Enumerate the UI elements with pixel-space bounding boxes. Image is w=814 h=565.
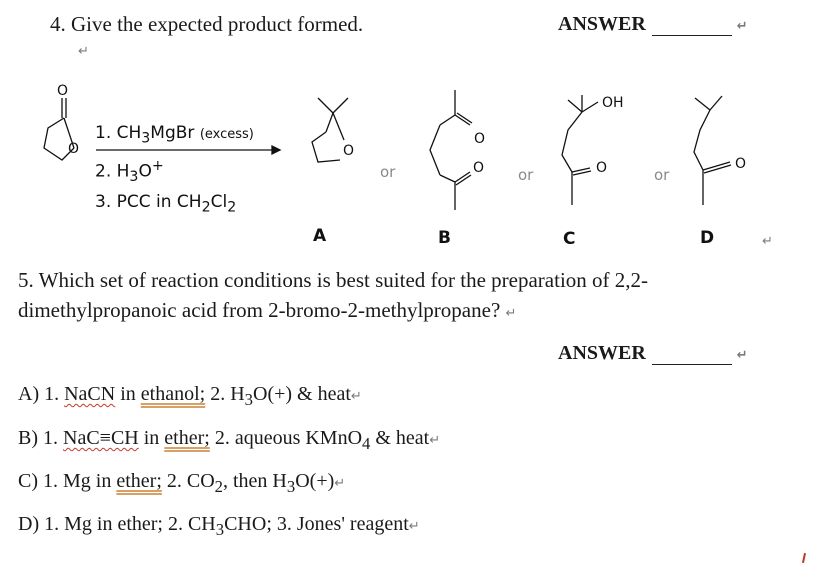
or-separator: or — [654, 166, 670, 184]
reagent-step-1: 1. CH3MgBr (excess) — [95, 123, 254, 147]
reagent-step-3: 3. PCC in CH2Cl2 — [95, 192, 237, 216]
option-a[interactable]: A) 1. NaCN in ethanol; 2. H3O(+) & heat↵ — [18, 383, 362, 409]
choice-label-a[interactable]: A — [313, 226, 327, 246]
return-mark-icon: ↵ — [350, 389, 362, 404]
return-mark-icon: ↵ — [736, 348, 748, 363]
choice-b-structure: O O — [429, 90, 485, 210]
option-b[interactable]: B) 1. NaC≡CH in ether; 2. aqueous KMnO4 … — [18, 427, 441, 453]
return-mark-icon: ↵ — [78, 44, 89, 59]
return-mark-icon: ↵ — [408, 519, 420, 534]
q4-answer-text: ANSWER — [558, 13, 646, 35]
starting-material-structure: O O — [43, 83, 79, 161]
q5-answer-text: ANSWER — [558, 342, 646, 364]
choice-label-c[interactable]: C — [563, 229, 576, 249]
option-c[interactable]: C) 1. Mg in ether; 2. CO2, then H3O(+)↵ — [18, 470, 346, 496]
q4-answer-blank[interactable] — [651, 17, 732, 36]
return-mark-icon: ↵ — [736, 19, 748, 34]
choice-d-structure: O — [693, 95, 746, 205]
stray-red-mark — [801, 552, 807, 564]
reaction-scheme: O O O O O OH O — [43, 83, 746, 210]
atom-o-label: O — [343, 143, 354, 159]
reagent-step-2: 2. H3O+ — [95, 158, 164, 186]
return-mark-icon: ↵ — [334, 476, 346, 491]
q5-answer-label: ANSWER ↵ — [558, 342, 748, 365]
return-mark-icon: ↵ — [762, 234, 773, 249]
atom-o-label: O — [735, 156, 746, 172]
atom-oh-label: OH — [602, 95, 624, 111]
choice-c-structure: OH O — [561, 95, 624, 205]
q5-question-line-1: 5. Which set of reaction conditions is b… — [18, 268, 649, 292]
q4-question: 4. Give the expected product formed. — [50, 12, 364, 36]
choice-a-structure: O — [311, 97, 354, 163]
atom-o-label: O — [474, 131, 485, 147]
return-mark-icon: ↵ — [429, 433, 441, 448]
option-d[interactable]: D) 1. Mg in ether; 2. CH3CHO; 3. Jones' … — [18, 513, 420, 539]
atom-o-label: O — [596, 160, 607, 176]
q5-answer-blank[interactable] — [651, 346, 732, 365]
choice-label-b[interactable]: B — [438, 228, 451, 248]
or-separator: or — [518, 166, 534, 184]
return-mark-icon: ↵ — [505, 306, 517, 321]
q4-answer-label: ANSWER ↵ — [558, 13, 748, 36]
atom-o-label: O — [473, 160, 484, 176]
or-separator: or — [380, 163, 396, 181]
atom-o-label: O — [68, 141, 79, 157]
choice-label-d[interactable]: D — [700, 228, 715, 248]
q5-question-line-2: dimethylpropanoic acid from 2-bromo-2-me… — [18, 298, 517, 322]
atom-o-label: O — [57, 83, 68, 99]
